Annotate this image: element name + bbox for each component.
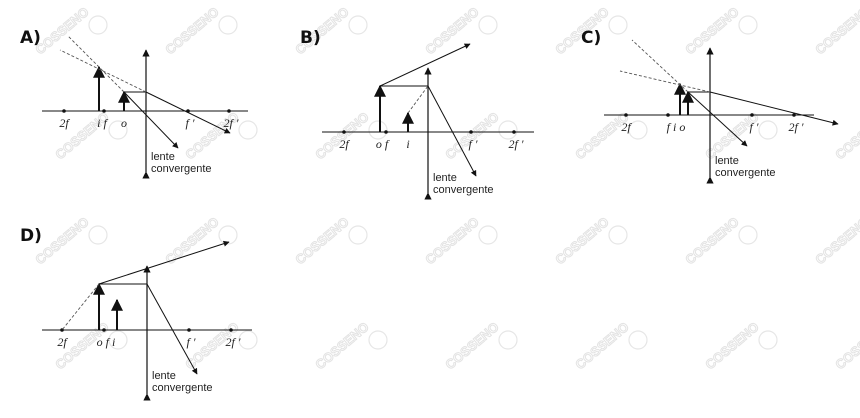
watermark-mark: COSSENO [812,214,860,267]
panel-b-lens-label-2: convergente [433,184,494,196]
watermark-swirl [218,15,238,35]
watermark-swirl [88,225,108,245]
panel-d-tick-f-prime: f ′ [187,335,196,349]
watermark-swirl [628,120,648,140]
panel-c-ray-refracted [709,91,839,126]
panel-b-ray-center [379,43,471,87]
watermark-swirl [368,120,388,140]
panel-a-axis-points [62,109,231,113]
watermark-mark: COSSENO [422,214,481,267]
panel-a-lens-label-2: convergente [151,163,212,175]
panel-b-lens-label-1: lente [433,172,457,184]
panel-d-tick-2f-prime: 2f ′ [226,335,241,349]
watermark-mark: COSSENO [162,4,221,57]
panel-b-label: B) [300,28,321,48]
panel-b-tick-o-f: o f [376,137,390,151]
panel-d: D) 2f o f i f ′ 2f ′ lente convergente [20,226,252,401]
watermark-swirl [758,330,778,350]
panel-c-tick-f-i-o: f i o [667,120,686,134]
watermark-mark: COSSENO [702,319,761,372]
watermark-swirl [628,330,648,350]
watermark-mark: COSSENO [682,4,741,57]
watermark-swirl [478,225,498,245]
watermark-swirl [348,225,368,245]
watermark-swirl [498,120,518,140]
panel-d-tick-o-f-i: o f i [97,335,116,349]
panel-a-label: A) [20,28,41,48]
panel-d-ray-center [98,240,230,285]
panel-b-axis-points [342,130,516,134]
panel-b: B) 2f o f i f ′ 2f ′ lente convergente [300,28,534,200]
panel-a-ray-center [123,91,179,149]
watermark-mark: COSSENO [552,214,611,267]
panel-a-tick-f-prime: f ′ [186,116,195,130]
watermark-mark: COSSENO [682,214,741,267]
panel-a-ray-refracted [145,91,231,134]
watermark-swirl [238,330,258,350]
watermark-swirl [108,120,128,140]
watermark-swirl [348,15,368,35]
panel-a-tick-o: o [121,116,127,130]
watermark-swirl [478,15,498,35]
watermark-swirl [738,225,758,245]
watermark-swirl [238,120,258,140]
panel-a-tick-2f: 2f [59,116,70,130]
panel-a-tick-i-f: i f [97,116,108,130]
panel-b-tick-i: i [406,137,409,151]
watermark-swirl [498,330,518,350]
panel-c-label: C) [581,28,601,48]
panel-b-ray-refracted [427,85,477,177]
watermark-mark: COSSENO [572,319,631,372]
panel-d-lens-label-2: convergente [152,382,213,394]
panel-c-tick-2f: 2f [621,120,632,134]
panel-c-lens-label-1: lente [715,155,739,167]
panel-d-extension [61,283,100,331]
panel-c-tick-2f-prime: 2f ′ [789,120,804,134]
panel-c-extension-2 [631,39,689,93]
panel-b-tick-2f: 2f [339,137,350,151]
watermark-mark: COSSENO [832,319,860,372]
panel-c: C) 2f f i o f ′ 2f ′ lente convergente [581,28,839,184]
watermark-mark: COSSENO [442,319,501,372]
panel-d-lens-label-1: lente [152,370,176,382]
watermark-swirl [608,225,628,245]
panel-c-lens-label-2: convergente [715,167,776,179]
panel-a: A) 2f i f o f ′ 2f ′ lente convergente [20,28,248,179]
panel-b-tick-f-prime: f ′ [469,137,478,151]
panel-b-extension [407,85,429,114]
watermark-mark: COSSENO [312,109,371,162]
panel-a-tick-2f-prime: 2f ′ [224,116,239,130]
watermark-mark: COSSENO [162,214,221,267]
watermark-mark: COSSENO [292,214,351,267]
panel-d-label: D) [20,226,42,246]
panel-d-ray-refracted [146,283,198,375]
watermark-mark: COSSENO [812,4,860,57]
watermark-swirl [218,225,238,245]
watermark-swirl [758,120,778,140]
watermark-mark: COSSENO [572,109,631,162]
watermark-swirl [368,330,388,350]
panel-c-axis-points [624,113,796,117]
panel-a-lens-label-1: lente [151,151,175,163]
watermark-swirl [608,15,628,35]
panel-d-axis-points [60,328,233,332]
watermark-mark: COSSENO [312,319,371,372]
watermark-swirl [108,330,128,350]
panel-a-extension-1 [59,49,147,93]
watermark-swirl [738,15,758,35]
panel-c-extension-1 [619,70,711,93]
panel-b-tick-2f-prime: 2f ′ [509,137,524,151]
panel-c-ray-center [687,91,748,147]
panel-a-extension-2 [67,35,125,93]
watermark-mark: COSSENO [442,109,501,162]
watermark-mark: COSSENO [832,109,860,162]
panel-d-tick-2f: 2f [57,335,68,349]
watermark-swirl [88,15,108,35]
watermark-mark: COSSENO [32,4,91,57]
panel-c-tick-f-prime: f ′ [750,120,759,134]
watermark-mark: COSSENO [422,4,481,57]
